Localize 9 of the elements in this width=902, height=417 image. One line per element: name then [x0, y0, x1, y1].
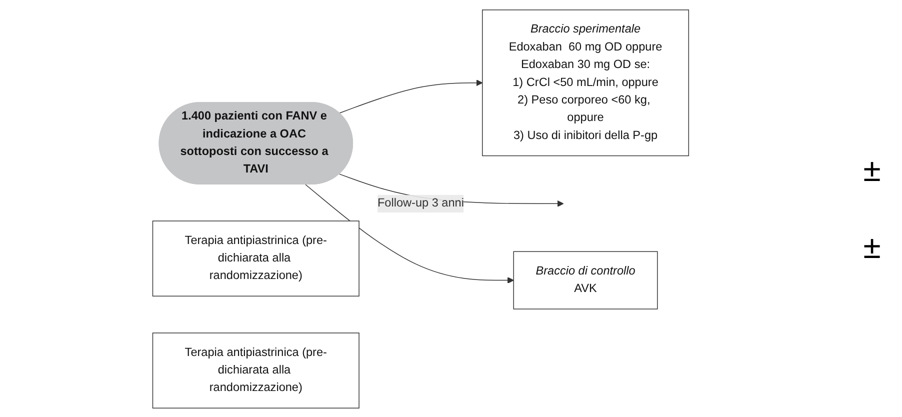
plus-minus-sign: ± — [863, 152, 881, 188]
arrow — [305, 184, 514, 284]
node-box: Braccio di controllo AVK — [514, 250, 658, 309]
plus-minus-sign: ± — [863, 228, 881, 266]
node-box: Braccio sperimentale Edoxaban 60 mg OD oppure Edoxaban 30 mg OD se: 1) CrCl <50 mL/min, oppure 2) Peso corporeo <60 kg, oppure 3) Uso di inibitori della P-gp — [482, 9, 690, 156]
edge-label: Follow-up 3 anni — [378, 196, 464, 210]
arrow — [339, 79, 483, 113]
node-box: Terapia antipiastrinica (pre-dichiarata alla randomizzazione) — [152, 332, 360, 408]
node-box: Terapia antipiastrinica (pre-dichiarata alla randomizzazione) — [152, 220, 360, 296]
